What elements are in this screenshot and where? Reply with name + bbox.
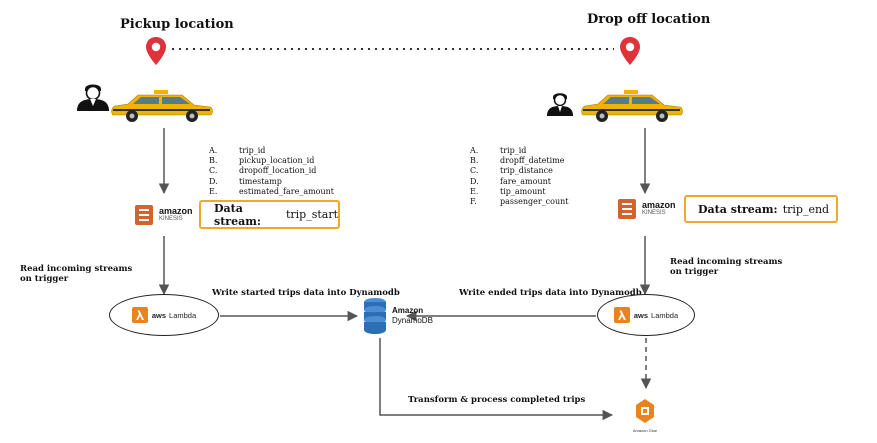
glue-icon (636, 399, 654, 423)
kinesis-left: amazon KINESIS (133, 203, 193, 227)
kinesis-word: amazon (642, 200, 676, 210)
list-item: B.pickup_location_id (209, 156, 315, 166)
aws-text: aws (633, 310, 649, 320)
write-ended-caption: Write ended trips data into Dynamodb (459, 288, 642, 298)
list-item: D.timestamp (209, 176, 282, 186)
dynamodb-line1: Amazon (392, 306, 424, 315)
list-item: E.estimated_fare_amount (209, 186, 335, 196)
kinesis-word: amazon (159, 206, 193, 216)
taxi-left-icon (111, 90, 213, 122)
trip-end-fields: A.trip_id B.dropff_datetime C.trip_dista… (470, 146, 568, 207)
dynamodb-line2: DynamoDB (392, 316, 433, 325)
transform-caption: Transform & process completed trips (408, 395, 586, 405)
list-item: A.trip_id (470, 146, 527, 155)
dynamodb-to-glue-arrow (379, 338, 614, 421)
driver-left-icon (77, 84, 109, 111)
dropoff-pin-icon (620, 37, 640, 65)
read-incoming-right-caption: Read incoming streams on trigger (670, 257, 783, 277)
stream-name: trip_start (285, 208, 338, 221)
list-item: D.fare_amount (470, 176, 551, 186)
dynamodb-icon (364, 298, 386, 334)
lambda-icon (131, 307, 148, 323)
driver-right-icon (547, 93, 573, 116)
list-item: B.dropff_datetime (470, 156, 565, 166)
pickup-location-label: Pickup location (120, 17, 234, 32)
kinesis-sub: KINESIS (159, 216, 183, 222)
lambda-icon (613, 307, 630, 323)
kinesis-icon (135, 205, 153, 225)
kinesis-right: amazon KINESIS (616, 197, 676, 221)
glue: Amazon Glue (621, 398, 669, 433)
dynamodb: Amazon DynamoDB (362, 296, 433, 336)
write-started-caption: Write started trips data into Dynamodb (212, 288, 400, 298)
list-item: E.tip_amount (470, 186, 546, 196)
pickup-pin-icon (146, 37, 166, 65)
lambda-text: Lambda (169, 310, 197, 320)
list-item: A.trip_id (209, 146, 266, 155)
dropoff-location-label: Drop off location (587, 12, 711, 27)
kinesis-icon (618, 199, 636, 219)
lambda-right: aws Lambda (597, 294, 695, 336)
stream-label: Data stream: (698, 202, 778, 216)
list-item: C.dropoff_location_id (209, 166, 317, 176)
stream-label: Data stream: (214, 201, 261, 228)
list-item: C.trip_distance (470, 166, 553, 176)
lambda-text: Lambda (651, 310, 679, 320)
trip-start-fields: A.trip_id B.pickup_location_id C.dropoff… (209, 146, 334, 197)
trip-start-stream-box: Data stream: trip_start (199, 200, 340, 229)
trip-end-stream-box: Data stream: trip_end (684, 195, 838, 223)
aws-text: aws (151, 310, 167, 320)
lambda-left: aws Lambda (109, 294, 219, 336)
taxi-right-icon (581, 90, 683, 122)
stream-name: trip_end (782, 202, 830, 216)
kinesis-sub: KINESIS (642, 210, 666, 216)
list-item: F.passenger_count (470, 197, 569, 207)
glue-label: Amazon Glue (632, 428, 658, 433)
read-incoming-left-caption: Read incoming streams on trigger (20, 264, 133, 284)
